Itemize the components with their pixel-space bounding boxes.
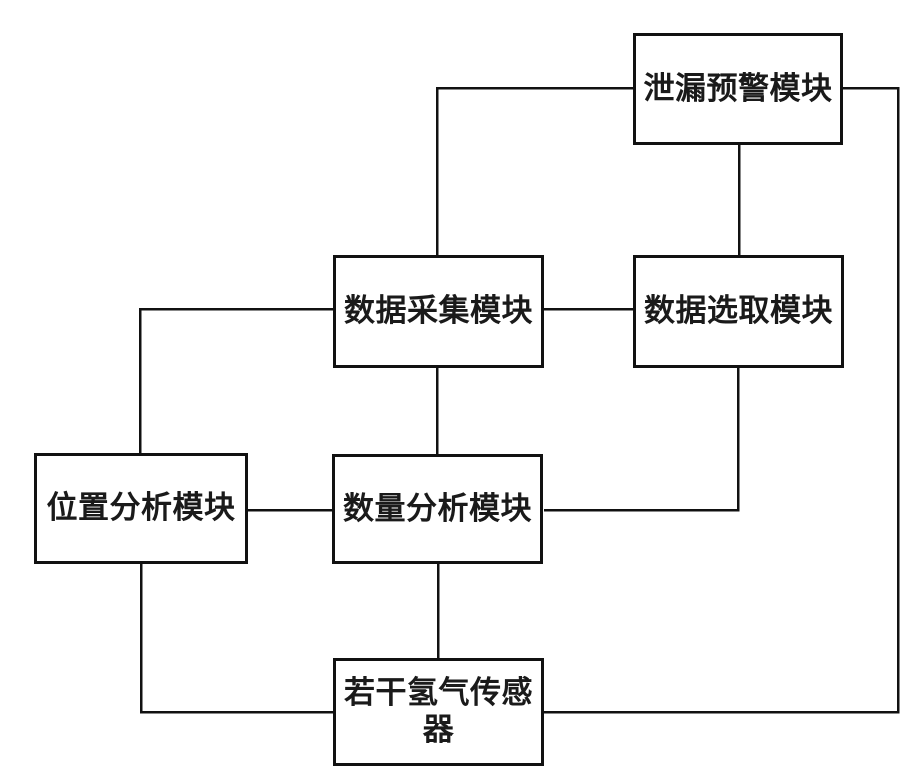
- node-position-analysis-module: 位置分析模块: [34, 453, 248, 564]
- node-data-selection-label: 数据选取模块: [644, 293, 833, 329]
- edge-data-collection-module-to-position-analysis-module: [138, 307, 334, 454]
- edge-position-analysis-module-to-hydrogen-sensor-array: [139, 563, 334, 714]
- node-quantity-analysis-module: 数量分析模块: [332, 454, 543, 564]
- node-data-selection-module: 数据选取模块: [633, 255, 844, 368]
- node-hydrogen-sensor-array: 若干氢气传感器: [333, 658, 544, 766]
- edge-hydrogen-sensor-array-to-leak-warning-module: [543, 86, 900, 714]
- node-hydrogen-sensor-label: 若干氢气传感器: [344, 675, 533, 747]
- edge-leak-warning-module-to-data-collection-module: [435, 86, 633, 256]
- node-quantity-analysis-label: 数量分析模块: [343, 490, 532, 526]
- node-leak-warning-module: 泄漏预警模块: [633, 33, 843, 145]
- node-data-collection-label: 数据采集模块: [344, 293, 533, 329]
- node-position-analysis-label: 位置分析模块: [46, 490, 236, 526]
- edge-data-selection-module-to-quantity-analysis-module: [544, 367, 740, 512]
- node-leak-warning-label: 泄漏预警模块: [643, 70, 833, 106]
- node-data-collection-module: 数据采集模块: [333, 255, 544, 368]
